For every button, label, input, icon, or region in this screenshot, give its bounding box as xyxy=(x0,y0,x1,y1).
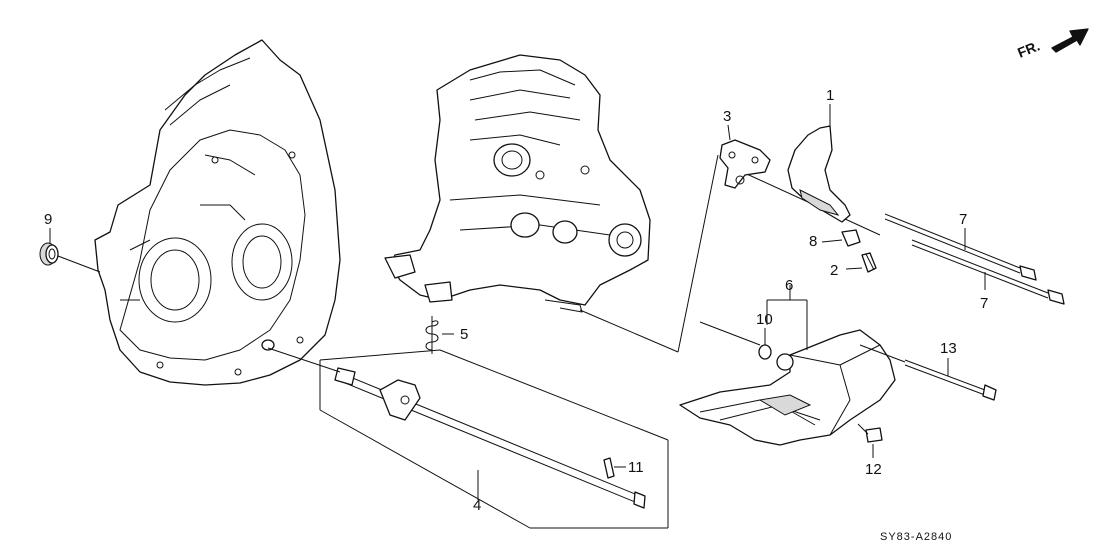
callout-11: 11 xyxy=(628,459,644,476)
pin-part-11 xyxy=(603,457,626,479)
shift-fork-part-1 xyxy=(787,104,851,223)
callout-3: 3 xyxy=(723,108,731,125)
long-bolt-part-7-lower xyxy=(911,239,1065,305)
transmission-housing xyxy=(94,39,341,386)
callout-2: 2 xyxy=(830,262,838,279)
valve-body-assembly xyxy=(384,54,651,313)
callout-12: 12 xyxy=(865,461,882,478)
oil-seal-part-9 xyxy=(39,228,101,273)
callout-10: 10 xyxy=(756,311,773,328)
callout-1: 1 xyxy=(826,87,834,104)
o-ring-part-10 xyxy=(758,328,772,360)
callout-5: 5 xyxy=(460,326,468,343)
lock-plate-part-8 xyxy=(821,229,861,247)
bolt-part-2 xyxy=(845,252,877,273)
lever-part-3 xyxy=(719,124,771,189)
callout-4: 4 xyxy=(473,497,481,514)
callout-6: 6 xyxy=(785,277,793,294)
callout-13: 13 xyxy=(940,340,957,357)
long-bolt-part-7-upper xyxy=(884,213,1037,281)
bolt-part-13 xyxy=(859,344,997,401)
callout-7-lower: 7 xyxy=(980,295,988,312)
bolt-part-12 xyxy=(857,423,883,458)
oil-strainer-part-6 xyxy=(679,285,896,446)
diagram-code: SY83-A2840 xyxy=(880,531,952,543)
callout-8: 8 xyxy=(809,233,817,250)
callout-7-upper: 7 xyxy=(959,211,967,228)
direction-label: FR. xyxy=(1015,37,1042,60)
control-shaft-part-4 xyxy=(267,347,669,529)
spring-part-5 xyxy=(425,316,454,354)
front-direction-arrow-icon: FR. xyxy=(1015,28,1089,61)
callout-9: 9 xyxy=(44,211,52,228)
